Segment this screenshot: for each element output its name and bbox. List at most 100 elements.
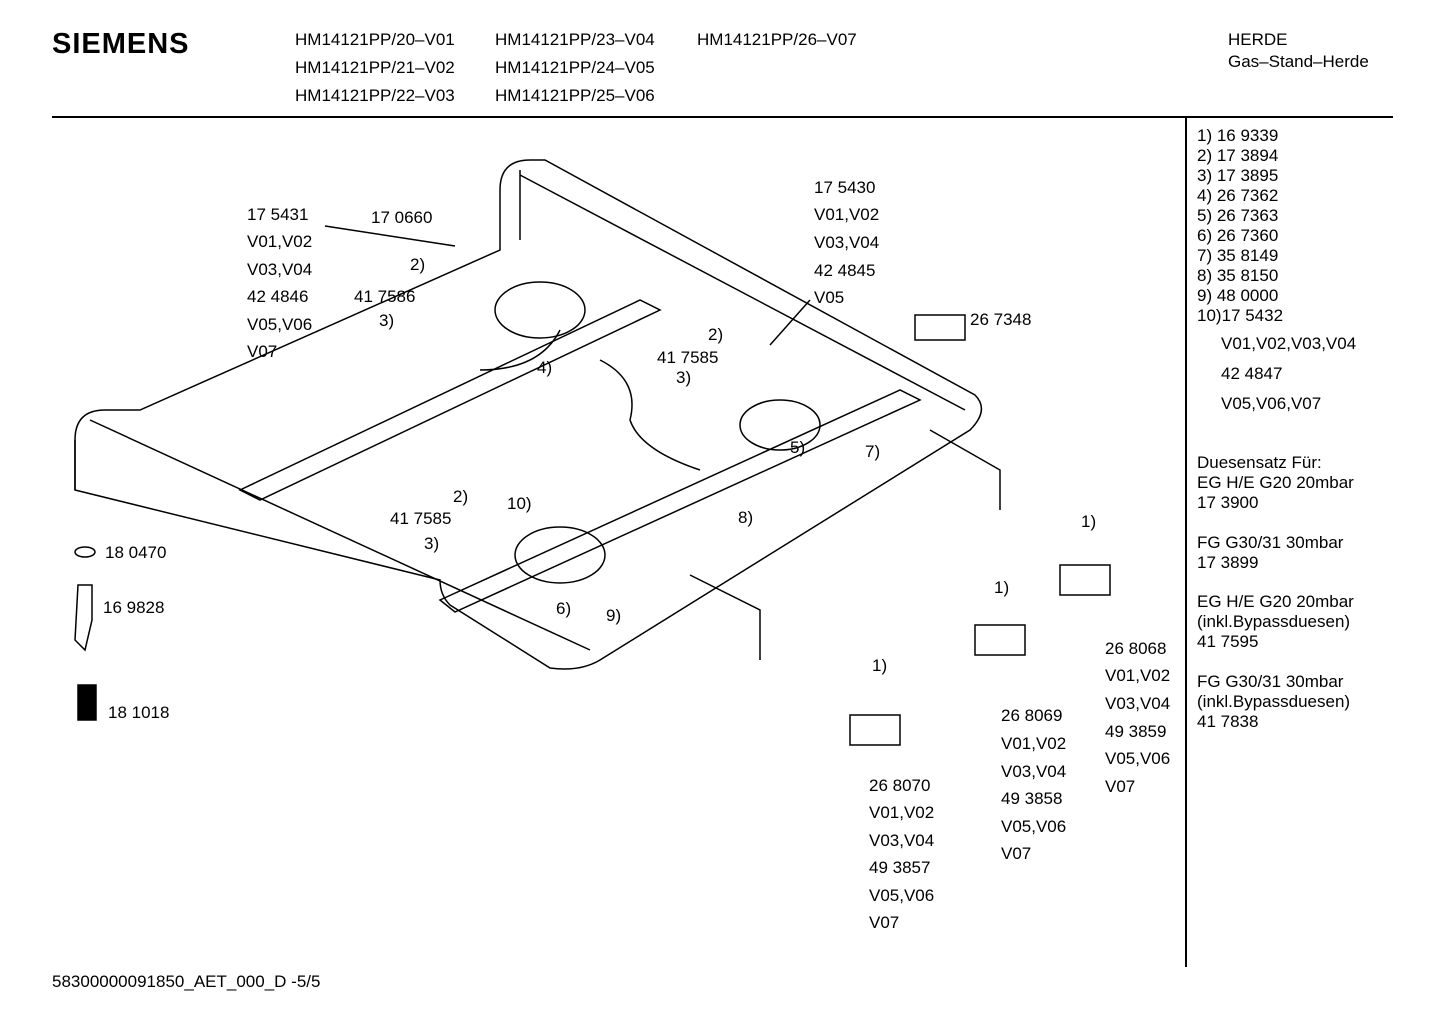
part-callout: V03,V04 bbox=[247, 260, 313, 279]
subcategory: Gas–Stand–Herde bbox=[1228, 52, 1369, 71]
model-label: HM14121PP/25–V06 bbox=[495, 86, 655, 105]
part-callout: 18 1018 bbox=[108, 703, 170, 722]
nozzle-set-text: 17 3900 bbox=[1197, 493, 1259, 512]
model-label: HM14121PP/22–V03 bbox=[295, 86, 455, 105]
part-callout: 3) bbox=[379, 311, 395, 330]
parts-list-variant: V01,V02,V03,V04 bbox=[1221, 334, 1357, 353]
part-callout: 9) bbox=[606, 606, 622, 625]
header-divider bbox=[52, 116, 1393, 118]
part-callout: 7) bbox=[865, 442, 881, 461]
siemens-logo: SIEMENS bbox=[52, 28, 190, 60]
part-callout: V05,V06 bbox=[1105, 749, 1171, 768]
part-callout: V01,V02 bbox=[1105, 666, 1171, 685]
parts-list-item: 3) 17 3895 bbox=[1197, 166, 1279, 185]
nozzle-set-text: FG G30/31 30mbar bbox=[1197, 533, 1344, 552]
parts-list-item: 8) 35 8150 bbox=[1197, 266, 1279, 285]
document-id: 58300000091850_AET_000_D -5/5 bbox=[52, 972, 321, 991]
part-callout: 41 7585 bbox=[657, 348, 719, 367]
model-label: HM14121PP/23–V04 bbox=[495, 30, 655, 49]
nozzle-set-text: (inkl.Bypassduesen) bbox=[1197, 692, 1351, 711]
part-callout: V03,V04 bbox=[869, 831, 935, 850]
burner-3 bbox=[514, 526, 606, 584]
leader-line bbox=[324, 225, 811, 346]
part-callout: 8) bbox=[738, 508, 754, 527]
part-callout: V07 bbox=[1001, 844, 1032, 863]
part-callout: V05,V06 bbox=[247, 315, 313, 334]
nozzle-set-text: FG G30/31 30mbar bbox=[1197, 672, 1344, 691]
model-label: HM14121PP/21–V02 bbox=[295, 58, 455, 77]
part-callout: 49 3857 bbox=[869, 858, 931, 877]
part-callout: 49 3858 bbox=[1001, 789, 1063, 808]
part-callout: 1) bbox=[994, 578, 1010, 597]
part-callout: 49 3859 bbox=[1105, 722, 1167, 741]
nozzle-set-text: Duesensatz Für: bbox=[1197, 453, 1322, 472]
part-callout: 26 7348 bbox=[970, 310, 1032, 329]
part-callout: 2) bbox=[708, 325, 724, 344]
burner-2 bbox=[739, 399, 821, 451]
ignition-module bbox=[914, 314, 966, 341]
category: HERDE bbox=[1228, 30, 1288, 49]
nozzle-set-text: 41 7838 bbox=[1197, 712, 1259, 731]
parts-list-item: 7) 35 8149 bbox=[1197, 246, 1279, 265]
valve-1 bbox=[1059, 564, 1111, 596]
part-callout: 26 8069 bbox=[1001, 706, 1063, 725]
part-callout: 6) bbox=[556, 599, 572, 618]
part-callout: 26 8068 bbox=[1105, 639, 1167, 658]
part-callout: V03,V04 bbox=[1001, 762, 1067, 781]
column-divider bbox=[1185, 117, 1187, 967]
part-callout: 5) bbox=[790, 438, 806, 457]
parts-list-item: 4) 26 7362 bbox=[1197, 186, 1279, 205]
part-callout: V05,V06 bbox=[869, 886, 935, 905]
parts-list-variant: 42 4847 bbox=[1221, 364, 1283, 383]
part-callout: 4) bbox=[537, 358, 553, 377]
part-callout: 17 5431 bbox=[247, 205, 309, 224]
nozzle-set-text: 17 3899 bbox=[1197, 553, 1259, 572]
parts-list-item: 1) 16 9339 bbox=[1197, 126, 1279, 145]
part-callout: V05,V06 bbox=[1001, 817, 1067, 836]
part-callout: 17 0660 bbox=[371, 208, 433, 227]
model-label: HM14121PP/24–V05 bbox=[495, 58, 655, 77]
part-callout: 42 4845 bbox=[814, 261, 876, 280]
part-callout: V07 bbox=[1105, 777, 1136, 796]
part-callout: 41 7585 bbox=[390, 509, 452, 528]
part-callout: 16 9828 bbox=[103, 598, 165, 617]
gas-pipe bbox=[74, 170, 701, 490]
nozzle-set-text: 41 7595 bbox=[1197, 632, 1259, 651]
parts-list-variant: V05,V06,V07 bbox=[1221, 394, 1322, 413]
nozzle-set-text: EG H/E G20 20mbar bbox=[1197, 592, 1354, 611]
parts-list-item: 5) 26 7363 bbox=[1197, 206, 1279, 225]
parts-list-item: 2) 17 3894 bbox=[1197, 146, 1279, 165]
nozzle-set-text: (inkl.Bypassduesen) bbox=[1197, 612, 1351, 631]
model-label: HM14121PP/26–V07 bbox=[697, 30, 857, 49]
part-callout: 42 4846 bbox=[247, 287, 309, 306]
part-callout: 3) bbox=[676, 368, 692, 387]
nozzle-set-text: EG H/E G20 20mbar bbox=[1197, 473, 1354, 492]
part-callout: V05 bbox=[814, 288, 845, 307]
part-callout: 41 7586 bbox=[354, 287, 416, 306]
nipple-icon bbox=[77, 684, 97, 721]
part-callout: 3) bbox=[424, 534, 440, 553]
frame-tube bbox=[74, 159, 983, 670]
part-callout: 1) bbox=[1081, 512, 1097, 531]
part-callout: 10) bbox=[507, 494, 532, 513]
part-callout: V01,V02 bbox=[1001, 734, 1067, 753]
part-callout: V01,V02 bbox=[247, 232, 313, 251]
part-callout: V03,V04 bbox=[814, 233, 880, 252]
part-callout: 17 5430 bbox=[814, 178, 876, 197]
washer-icon bbox=[74, 546, 96, 558]
parts-list-item: 6) 26 7360 bbox=[1197, 226, 1279, 245]
part-callout: 1) bbox=[872, 656, 888, 675]
bracket bbox=[689, 429, 1001, 660]
parts-list-item: 9) 48 0000 bbox=[1197, 286, 1279, 305]
part-callout: V01,V02 bbox=[869, 803, 935, 822]
valve-2 bbox=[974, 624, 1026, 656]
part-callout: V01,V02 bbox=[814, 205, 880, 224]
part-callout: 2) bbox=[453, 487, 469, 506]
part-callout: V07 bbox=[247, 342, 278, 361]
part-callout: 2) bbox=[410, 255, 426, 274]
connector-icon bbox=[74, 584, 93, 652]
frame-inner bbox=[89, 174, 966, 651]
part-callout: V03,V04 bbox=[1105, 694, 1171, 713]
